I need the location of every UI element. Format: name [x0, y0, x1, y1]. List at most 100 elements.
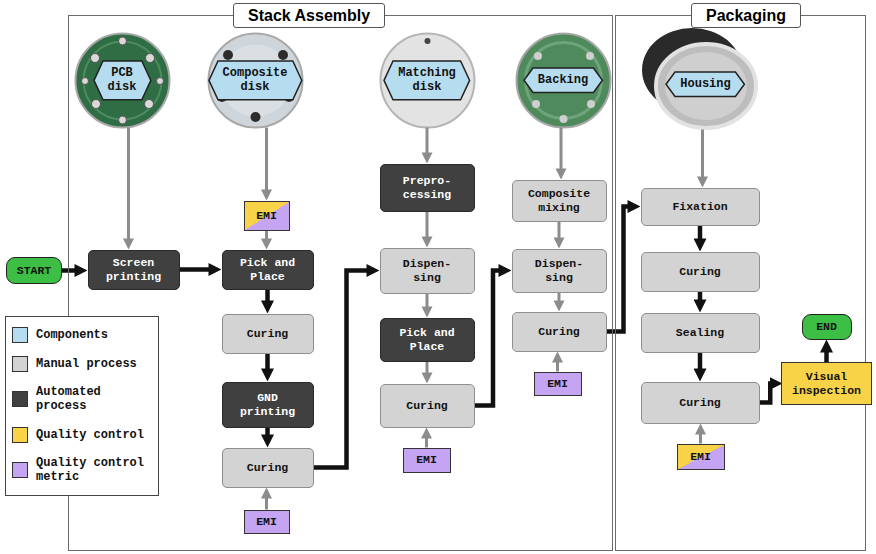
text-holder: EMI — [547, 377, 568, 391]
legend-row: Automated process — [12, 385, 152, 414]
flow-arrow — [824, 348, 829, 363]
text-holder: Prepro- cessing — [391, 174, 463, 202]
band-heading-tab: Packaging — [691, 3, 801, 28]
node-label: EMI — [256, 209, 277, 223]
input-arrow — [265, 495, 268, 510]
input-arrow — [127, 128, 130, 243]
node-label: Backing — [538, 73, 588, 87]
input-arrow — [426, 212, 429, 241]
component-disk: Housing — [646, 40, 766, 130]
manual-process-box: Dispen- sing — [380, 248, 475, 294]
input-arrow — [701, 130, 704, 181]
text-holder: Composite mixing — [523, 187, 595, 215]
text-holder: END — [816, 320, 837, 334]
legend-label: Quality control — [36, 428, 144, 442]
terminal-pill: END — [802, 314, 852, 340]
pcb-disk-art — [76, 34, 170, 128]
pcb-pad — [119, 37, 127, 45]
manual-process-box: Dispen- sing — [512, 249, 607, 293]
hexagon-outline — [209, 61, 302, 100]
text-holder: EMI — [690, 450, 711, 464]
node-label: EMI — [256, 515, 277, 529]
automated-process-box: Screen printing — [88, 250, 180, 290]
pcb-pad — [119, 116, 127, 124]
backing-pad — [534, 52, 542, 60]
text-holder: Visual inspection — [791, 370, 863, 398]
manual-process-box: Sealing — [641, 313, 760, 353]
pcb-pad — [145, 100, 154, 109]
hexagon-outline — [524, 68, 602, 92]
pcb-disk-body — [76, 34, 170, 128]
node-label: Curing — [406, 399, 447, 413]
automated-process-box: GND printing — [222, 382, 314, 428]
text-holder: Fixation — [672, 200, 727, 214]
input-arrow — [265, 231, 268, 243]
housing-face — [656, 44, 756, 128]
pcb-disk-ring — [84, 42, 162, 120]
node-label: Pick and Place — [232, 256, 304, 284]
legend-swatch — [12, 462, 28, 478]
housing-face-inner — [665, 52, 747, 120]
node-label: Fixation — [672, 200, 727, 214]
text-holder: Backing — [538, 73, 588, 87]
manual-process-box: Curing — [380, 384, 475, 428]
input-arrow — [558, 293, 561, 305]
matching-disk-mark — [425, 38, 431, 44]
backing-pad — [532, 100, 540, 108]
text-holder: EMI — [416, 453, 437, 467]
quality-metric-box: EMI — [244, 201, 290, 231]
flow-arrow — [180, 267, 214, 272]
backing-pad — [587, 100, 595, 108]
node-label: Prepro- cessing — [391, 174, 463, 202]
text-holder: Curing — [247, 461, 288, 475]
node-label: Sealing — [676, 326, 724, 340]
metric-box: EMI — [244, 510, 290, 534]
manual-process-box: Curing — [641, 252, 760, 292]
input-arrow — [426, 294, 429, 311]
flow-arrow — [314, 271, 372, 468]
legend-row: Quality control metric — [12, 456, 152, 485]
legend-label: Quality control metric — [36, 456, 151, 485]
text-holder: Dispen- sing — [391, 257, 463, 285]
node-label: Curing — [247, 461, 288, 475]
legend-swatch — [12, 427, 28, 443]
node-label: Housing — [680, 77, 730, 91]
manual-process-box: Curing — [512, 312, 607, 352]
node-label: GND printing — [232, 391, 304, 419]
automated-process-box: Prepro- cessing — [380, 164, 475, 212]
automated-process-box: Pick and Place — [222, 250, 314, 290]
input-arrow — [426, 128, 429, 157]
legend-row: Manual process — [12, 356, 152, 372]
node-label: Composite disk — [223, 66, 288, 95]
text-holder: Sealing — [676, 326, 724, 340]
flow-arrow — [62, 268, 80, 273]
text-holder: Matching disk — [398, 66, 456, 95]
text-holder: Pick and Place — [232, 256, 304, 284]
pcb-pad — [157, 78, 164, 85]
node-label: Curing — [538, 325, 579, 339]
text-holder: GND printing — [232, 391, 304, 419]
node-label: EMI — [547, 377, 568, 391]
metric-box: EMI — [534, 372, 582, 396]
text-holder: START — [17, 264, 52, 278]
flow-arrow — [265, 428, 270, 440]
legend-label: Automated process — [36, 385, 151, 414]
node-label: Stack Assembly — [248, 6, 370, 25]
node-label: Curing — [679, 396, 720, 410]
automated-process-box: Pick and Place — [380, 318, 475, 362]
manual-process-box: Curing — [641, 382, 760, 424]
quality-metric-box: EMI — [677, 444, 725, 470]
composite-disk-art — [209, 34, 303, 128]
manual-process-box: Curing — [222, 314, 314, 354]
node-label: Packaging — [706, 6, 786, 25]
input-arrow — [425, 435, 428, 448]
legend-label: Components — [36, 328, 108, 342]
text-holder: Curing — [538, 325, 579, 339]
text-holder: EMI — [256, 209, 277, 223]
node-label: Composite mixing — [523, 187, 595, 215]
pcb-pad — [92, 100, 101, 109]
pcb-pad — [82, 78, 89, 85]
node-label: Dispen- sing — [523, 257, 595, 285]
flow-arrow — [760, 384, 775, 403]
text-holder: Housing — [680, 77, 730, 91]
